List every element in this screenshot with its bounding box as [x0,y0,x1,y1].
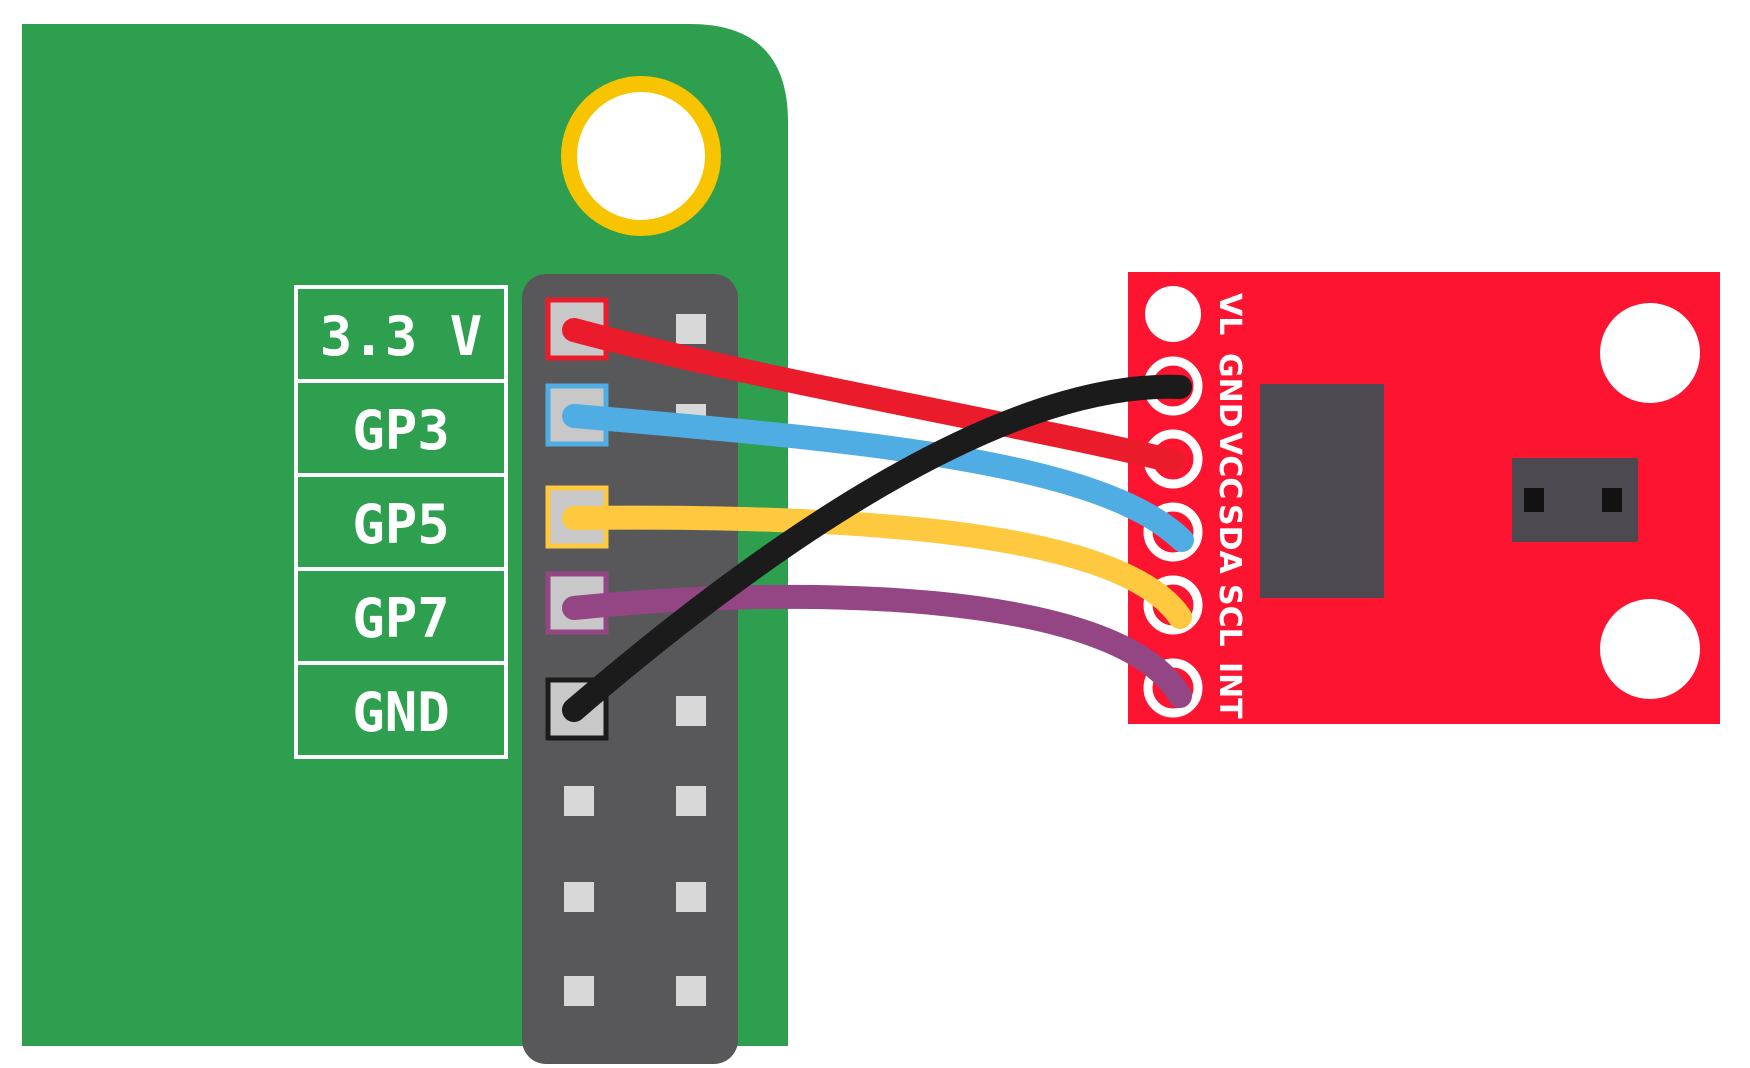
label-gp7: GP7 [352,587,450,650]
sensor-board: VL GND VCC SDA SCL INT [1128,272,1720,724]
header-pin [676,882,706,912]
sensor-chip [1260,384,1384,598]
sensor-pin-vl [1145,286,1201,342]
sensor-label-int: INT [1212,662,1247,719]
sensor-component-pad [1524,488,1544,512]
header-pin [676,976,706,1006]
label-gp5: GP5 [352,493,450,556]
mounting-hole [561,76,721,236]
sensor-label-gnd: GND [1212,353,1247,428]
sensor-mount-hole [1600,303,1700,403]
wire-gnd-to-gnd [562,374,1192,722]
label-gp3: GP3 [352,399,450,462]
sensor-label-vcc: VCC [1212,432,1247,499]
wire-3v3-to-vcc [562,318,1185,473]
header-pin [564,882,594,912]
header-pin [676,696,706,726]
header-pin [564,976,594,1006]
sensor-label-sda: SDA [1212,504,1247,575]
sensor-mount-hole [1600,599,1700,699]
label-gnd: GND [352,681,450,744]
sensor-label-vl: VL [1212,293,1247,335]
header-pin [676,786,706,816]
wire-gp7-to-int [562,584,1192,708]
header-pin [564,786,594,816]
label-3v3: 3.3 V [320,305,483,368]
pin-label-table: 3.3 V GP3 GP5 GP7 GND [294,285,508,759]
sensor-component-pad [1602,488,1622,512]
sensor-label-scl: SCL [1212,584,1247,647]
wire-gp5-to-scl [562,505,1192,629]
wires [562,318,1194,722]
header-pin [676,314,706,344]
